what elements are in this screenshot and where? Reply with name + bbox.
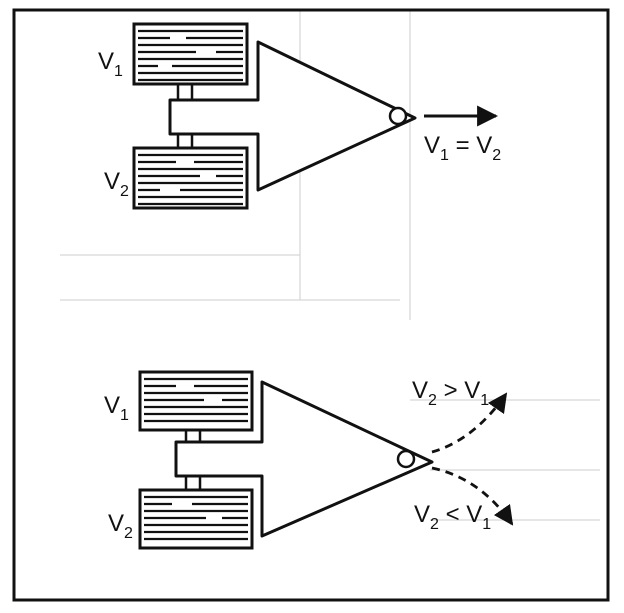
axle-upper-stub	[176, 82, 194, 102]
label-v1-bottom: V1	[104, 392, 129, 424]
axle-lower-stub	[184, 474, 202, 492]
motor-v1-bottom	[138, 370, 254, 432]
caster-wheel	[396, 449, 416, 469]
motor-v2-bottom	[138, 488, 254, 550]
chassis-bracket	[168, 40, 417, 192]
label-v2-greater-v1: V2 > V1	[412, 377, 489, 409]
caster-wheel	[388, 106, 408, 126]
figure-frame	[12, 8, 610, 602]
motor-v1-top	[132, 22, 249, 86]
bottom-diagram: V1 V2 V2 > V1 V2 < V1	[104, 370, 514, 550]
axle-upper-stub	[184, 428, 202, 444]
axle-lower-stub	[176, 132, 194, 150]
label-v2-top: V2	[104, 168, 129, 200]
label-v2-bottom: V2	[108, 510, 133, 542]
label-v1-top: V1	[98, 48, 123, 80]
label-v2-less-v1: V2 < V1	[414, 501, 491, 533]
blank-label-patch	[268, 570, 352, 598]
top-diagram: V1 V2 V1 = V2	[98, 22, 501, 210]
label-v1-equals-v2: V1 = V2	[424, 132, 501, 164]
turn-right-arrow	[431, 466, 514, 526]
chassis-bracket	[174, 380, 434, 538]
turn-left-arrow	[431, 392, 508, 454]
motor-v2-top	[132, 146, 249, 210]
